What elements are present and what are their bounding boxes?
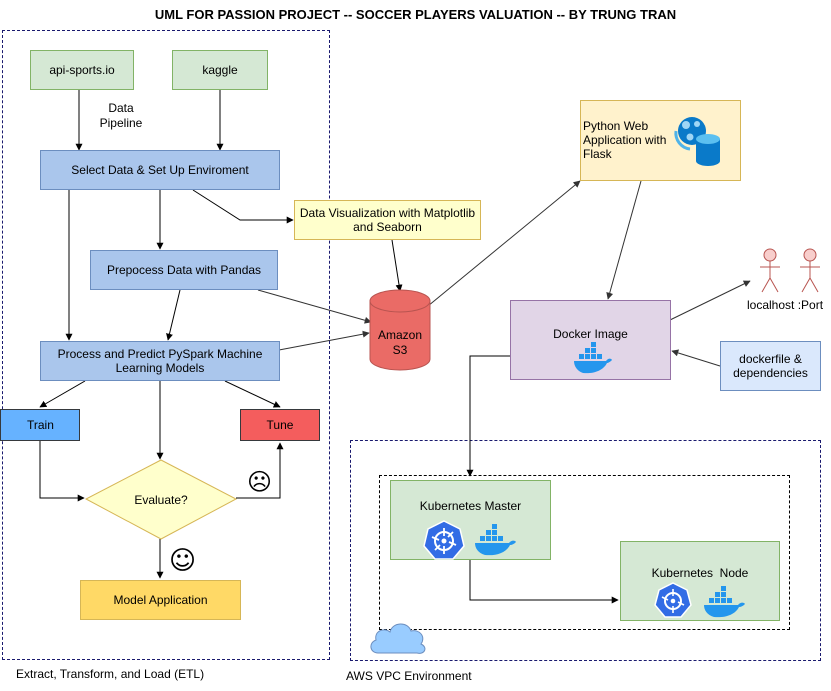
kubernetes-cluster-container bbox=[379, 475, 790, 630]
edge-process-to-s3 bbox=[278, 330, 370, 351]
edge-preprocess-to-process bbox=[166, 289, 181, 341]
visualization-label: Data Visualization with Matplotlib and S… bbox=[299, 206, 476, 234]
s3-label-line2: S3 bbox=[392, 343, 408, 357]
edge-process-to-tune bbox=[224, 380, 281, 408]
edge-webapp-to-docker bbox=[606, 180, 642, 300]
docker-whale-icon bbox=[704, 586, 745, 618]
source-kaggle-label: kaggle bbox=[202, 63, 238, 77]
edge-visualization-to-s3 bbox=[391, 239, 403, 292]
s3-label-line1: Amazon bbox=[377, 328, 423, 342]
aws-vpc-container bbox=[350, 440, 821, 661]
train-label: Train bbox=[27, 418, 54, 432]
source-kaggle[interactable]: kaggle bbox=[172, 50, 268, 90]
edge-select-to-visualization bbox=[192, 189, 294, 224]
edge-dockerfile-to-docker bbox=[671, 349, 721, 367]
dockerfile-label: dockerfile & dependencies bbox=[733, 352, 808, 380]
edge-docker-to-localhost bbox=[669, 280, 751, 321]
k8s-master-box[interactable]: Kubernetes Master bbox=[390, 480, 551, 560]
web-app-label: Python Web Application with Flask bbox=[583, 119, 667, 161]
kubernetes-icon bbox=[654, 582, 692, 618]
user-actor-icon bbox=[760, 248, 780, 293]
process-predict-label: Process and Predict PySpark Machine Lear… bbox=[57, 347, 263, 375]
tune-label: Tune bbox=[266, 418, 294, 432]
model-application-step[interactable]: Model Application bbox=[80, 580, 241, 620]
process-predict-step[interactable]: Process and Predict PySpark Machine Lear… bbox=[40, 341, 280, 381]
evaluate-label: Evaluate? bbox=[134, 493, 188, 507]
visualization-step[interactable]: Data Visualization with Matplotlib and S… bbox=[294, 200, 481, 240]
edge-s3-to-webapp bbox=[427, 180, 581, 307]
preprocess-step[interactable]: Prepocess Data with Pandas bbox=[90, 250, 278, 290]
model-application-label: Model Application bbox=[113, 593, 208, 607]
edge-preprocess-to-s3 bbox=[257, 289, 372, 324]
docker-whale-icon bbox=[574, 342, 612, 374]
evaluate-decision[interactable] bbox=[84, 459, 238, 541]
edge-train-to-evaluate bbox=[39, 440, 85, 502]
s3-storage-icon[interactable] bbox=[368, 289, 432, 373]
train-step[interactable]: Train bbox=[0, 409, 80, 441]
select-data-step[interactable]: Select Data & Set Up Enviroment bbox=[40, 150, 280, 190]
k8s-master-label: Kubernetes Master bbox=[419, 499, 522, 513]
cloud-icon bbox=[370, 623, 426, 654]
edge-docker-to-k8s bbox=[466, 355, 510, 477]
k8s-node-label: Kubernetes Node bbox=[651, 566, 749, 580]
data-pipeline-label: Data Pipeline bbox=[99, 101, 143, 130]
docker-image-label: Docker Image bbox=[553, 327, 628, 341]
localhost-port-label: localhost :Port bbox=[747, 298, 824, 312]
aws-vpc-label: AWS VPC Environment bbox=[346, 669, 472, 683]
edge-k8s-master-to-node bbox=[469, 560, 619, 604]
edge-process-to-train bbox=[39, 380, 86, 408]
diagram-title: UML FOR PASSION PROJECT -- SOCCER PLAYER… bbox=[154, 7, 677, 22]
kubernetes-icon bbox=[423, 520, 465, 560]
edge-evaluate-to-tune bbox=[236, 442, 284, 499]
sad-face-icon: ☹ bbox=[247, 468, 273, 496]
happy-face-icon: ☺ bbox=[169, 546, 197, 576]
web-app-database-icon bbox=[674, 117, 720, 166]
dockerfile-box[interactable]: dockerfile & dependencies bbox=[720, 341, 821, 391]
preprocess-label: Prepocess Data with Pandas bbox=[106, 263, 262, 277]
select-data-label: Select Data & Set Up Enviroment bbox=[71, 163, 249, 177]
source-api-sports[interactable]: api-sports.io bbox=[30, 50, 134, 90]
docker-whale-icon bbox=[475, 524, 516, 556]
k8s-node-box[interactable]: Kubernetes Node bbox=[620, 541, 780, 621]
tune-step[interactable]: Tune bbox=[240, 409, 320, 441]
etl-container bbox=[2, 30, 330, 660]
user-actor-icon bbox=[800, 248, 820, 293]
source-api-sports-label: api-sports.io bbox=[49, 63, 115, 77]
etl-container-label: Extract, Transform, and Load (ETL) bbox=[16, 667, 205, 681]
